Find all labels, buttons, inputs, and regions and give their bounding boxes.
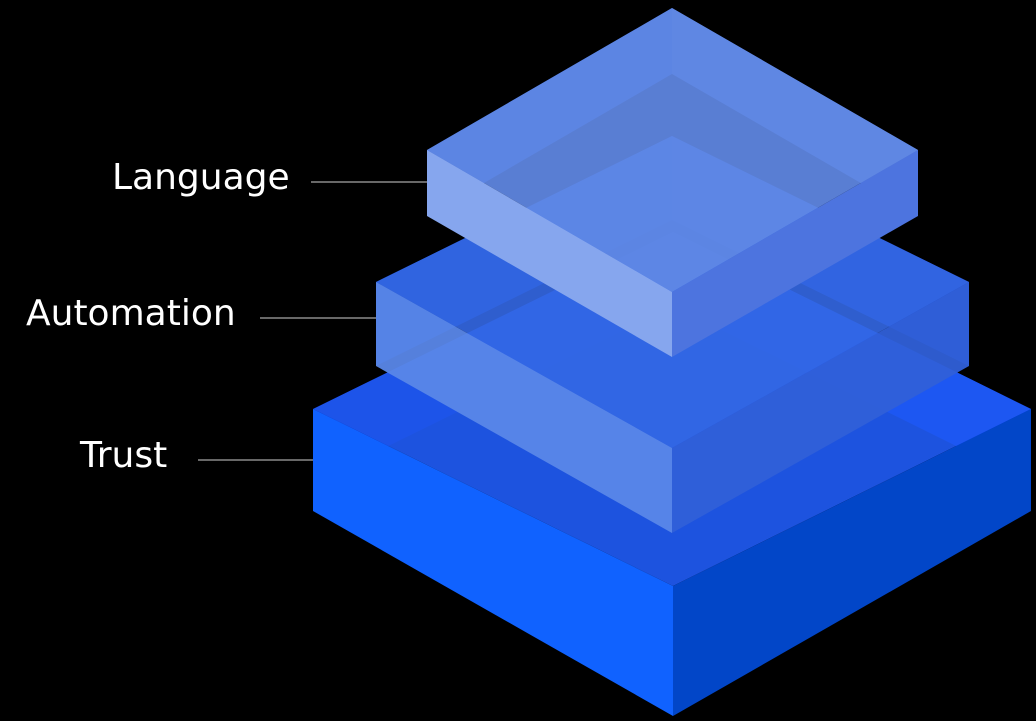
language-left-face — [427, 150, 672, 357]
automation-left-face — [376, 282, 672, 533]
automation-label: Automation — [26, 293, 236, 334]
automation-right-face — [672, 282, 969, 533]
trust-right-face — [673, 409, 1031, 716]
trust-label: Trust — [80, 435, 168, 476]
language-right-face — [672, 150, 918, 357]
language-slab — [427, 8, 918, 357]
language-top-face — [427, 8, 918, 292]
language-label: Language — [112, 157, 290, 198]
trust-left-face — [313, 409, 673, 716]
